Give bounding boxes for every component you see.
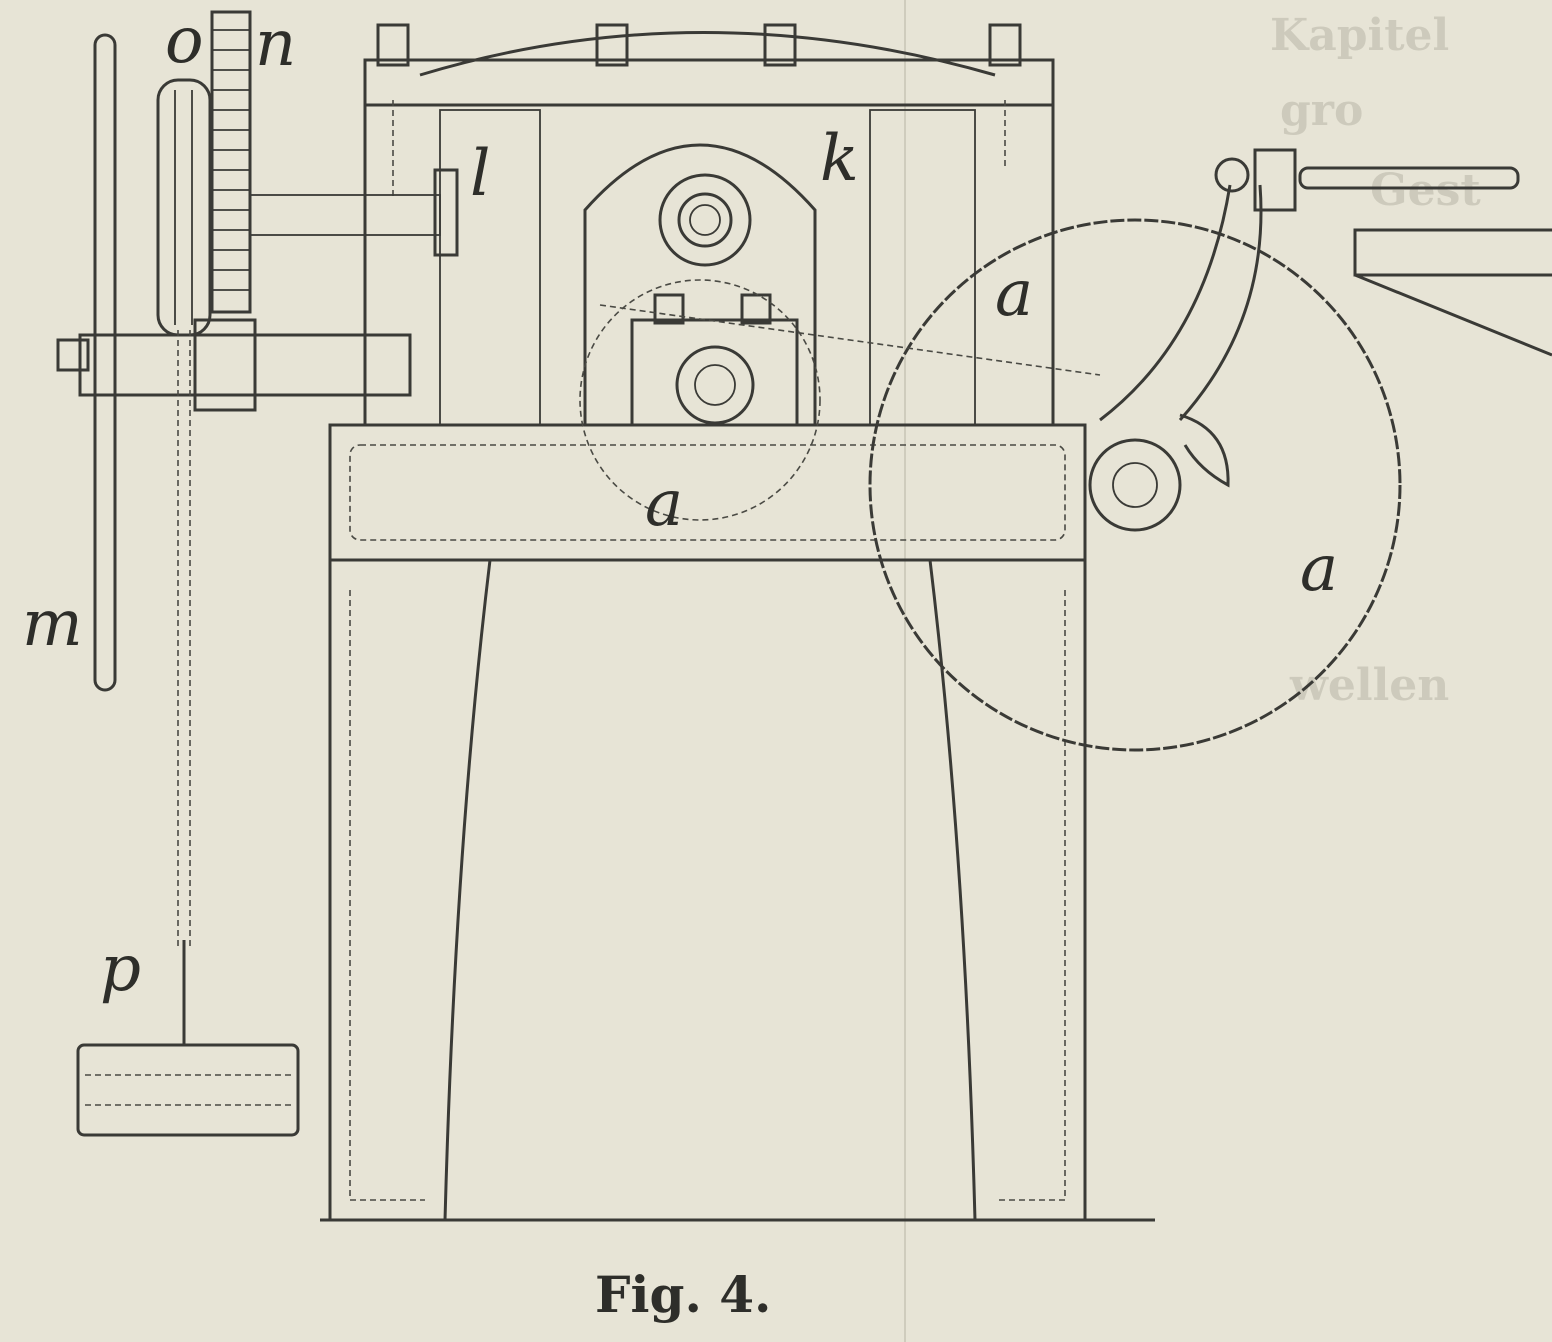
lever-clamp [1253, 148, 1297, 212]
lower-bolt-2 [740, 293, 772, 325]
left-leg [328, 559, 492, 1222]
handwheel-rim [93, 33, 117, 692]
upper-shaft-collar [433, 168, 459, 257]
handwheel-m [93, 33, 117, 692]
weight-p [76, 1043, 300, 1137]
lever-arm [1099, 148, 1520, 488]
machine-frame [328, 31, 1087, 1222]
lever-inner-edge [1099, 184, 1232, 422]
hidden-wheel [579, 279, 821, 521]
gear-body [210, 10, 252, 314]
bleed-text-3: Gest [1370, 165, 1481, 216]
label-p: p [100, 932, 141, 1006]
right-leg-hidden [995, 590, 1066, 1201]
work-rest-brace [1354, 273, 1552, 357]
label-a-disc-lower: a [1300, 532, 1338, 606]
drive-shafts [56, 168, 459, 412]
label-o: o [165, 4, 204, 78]
gear-wheel-n [210, 10, 252, 314]
upper-bearing-inner [677, 192, 733, 248]
bolt-1 [376, 23, 410, 67]
label-m: m [22, 587, 83, 661]
belt-line [599, 304, 1101, 376]
figure-caption: Fig. 4. [595, 1265, 771, 1324]
label-n: n [255, 7, 296, 81]
shaft-nut [56, 338, 90, 372]
lever-pawl [1179, 413, 1230, 488]
chain-pulley-o [156, 78, 212, 337]
bleed-text-4: wellen [1289, 660, 1449, 711]
pulley-body [156, 78, 212, 337]
threaded-rod [1298, 166, 1520, 190]
lower-shaft [78, 333, 412, 397]
arch-bearing-block [583, 143, 817, 425]
gear-teeth [212, 29, 250, 291]
disc-a-hub [1088, 438, 1182, 532]
label-a-disc-upper: a [995, 257, 1033, 331]
upper-bearing-bore [689, 204, 721, 236]
left-leg-hidden [349, 590, 425, 1201]
top-bolts [376, 23, 1022, 200]
lower-bolt-1 [653, 293, 685, 325]
housing-column-right [869, 109, 976, 426]
upper-shaft-bearing [658, 173, 752, 267]
top-cover-arc [419, 31, 996, 77]
bolt-4 [988, 23, 1022, 67]
work-rest [1353, 228, 1552, 357]
chain-and-weight [76, 330, 300, 1137]
label-a-crossbeam: a [645, 467, 683, 541]
lower-bearing-box [630, 293, 799, 427]
lower-bearing-bore [694, 364, 736, 406]
bleed-text-1: Kapitel [1270, 10, 1449, 61]
lever-pivot [1214, 157, 1250, 193]
lower-bearing-housing [630, 318, 799, 427]
upper-shaft [249, 194, 441, 236]
disc-a-bore [1112, 462, 1158, 508]
label-l: l [470, 137, 490, 211]
lower-shaft-hub [193, 318, 257, 412]
bolt-2 [595, 23, 629, 67]
top-cap-plate [363, 58, 1055, 107]
disc-a [868, 218, 1402, 752]
right-leg [928, 559, 1087, 1222]
bleed-through-text: Kapitel gro Gest wellen [904, 0, 1481, 1342]
lower-bearing-ring [675, 345, 755, 425]
label-k: k [820, 122, 859, 196]
bolt-3 [763, 23, 797, 67]
crossbeam-hidden-cavity [349, 444, 1066, 541]
work-rest-top [1353, 228, 1552, 277]
disc-a-rim [868, 218, 1402, 752]
lever-outer-edge [1178, 184, 1263, 422]
upper-bearing-outer [658, 173, 752, 267]
bleed-text-2: gro [1280, 85, 1363, 136]
